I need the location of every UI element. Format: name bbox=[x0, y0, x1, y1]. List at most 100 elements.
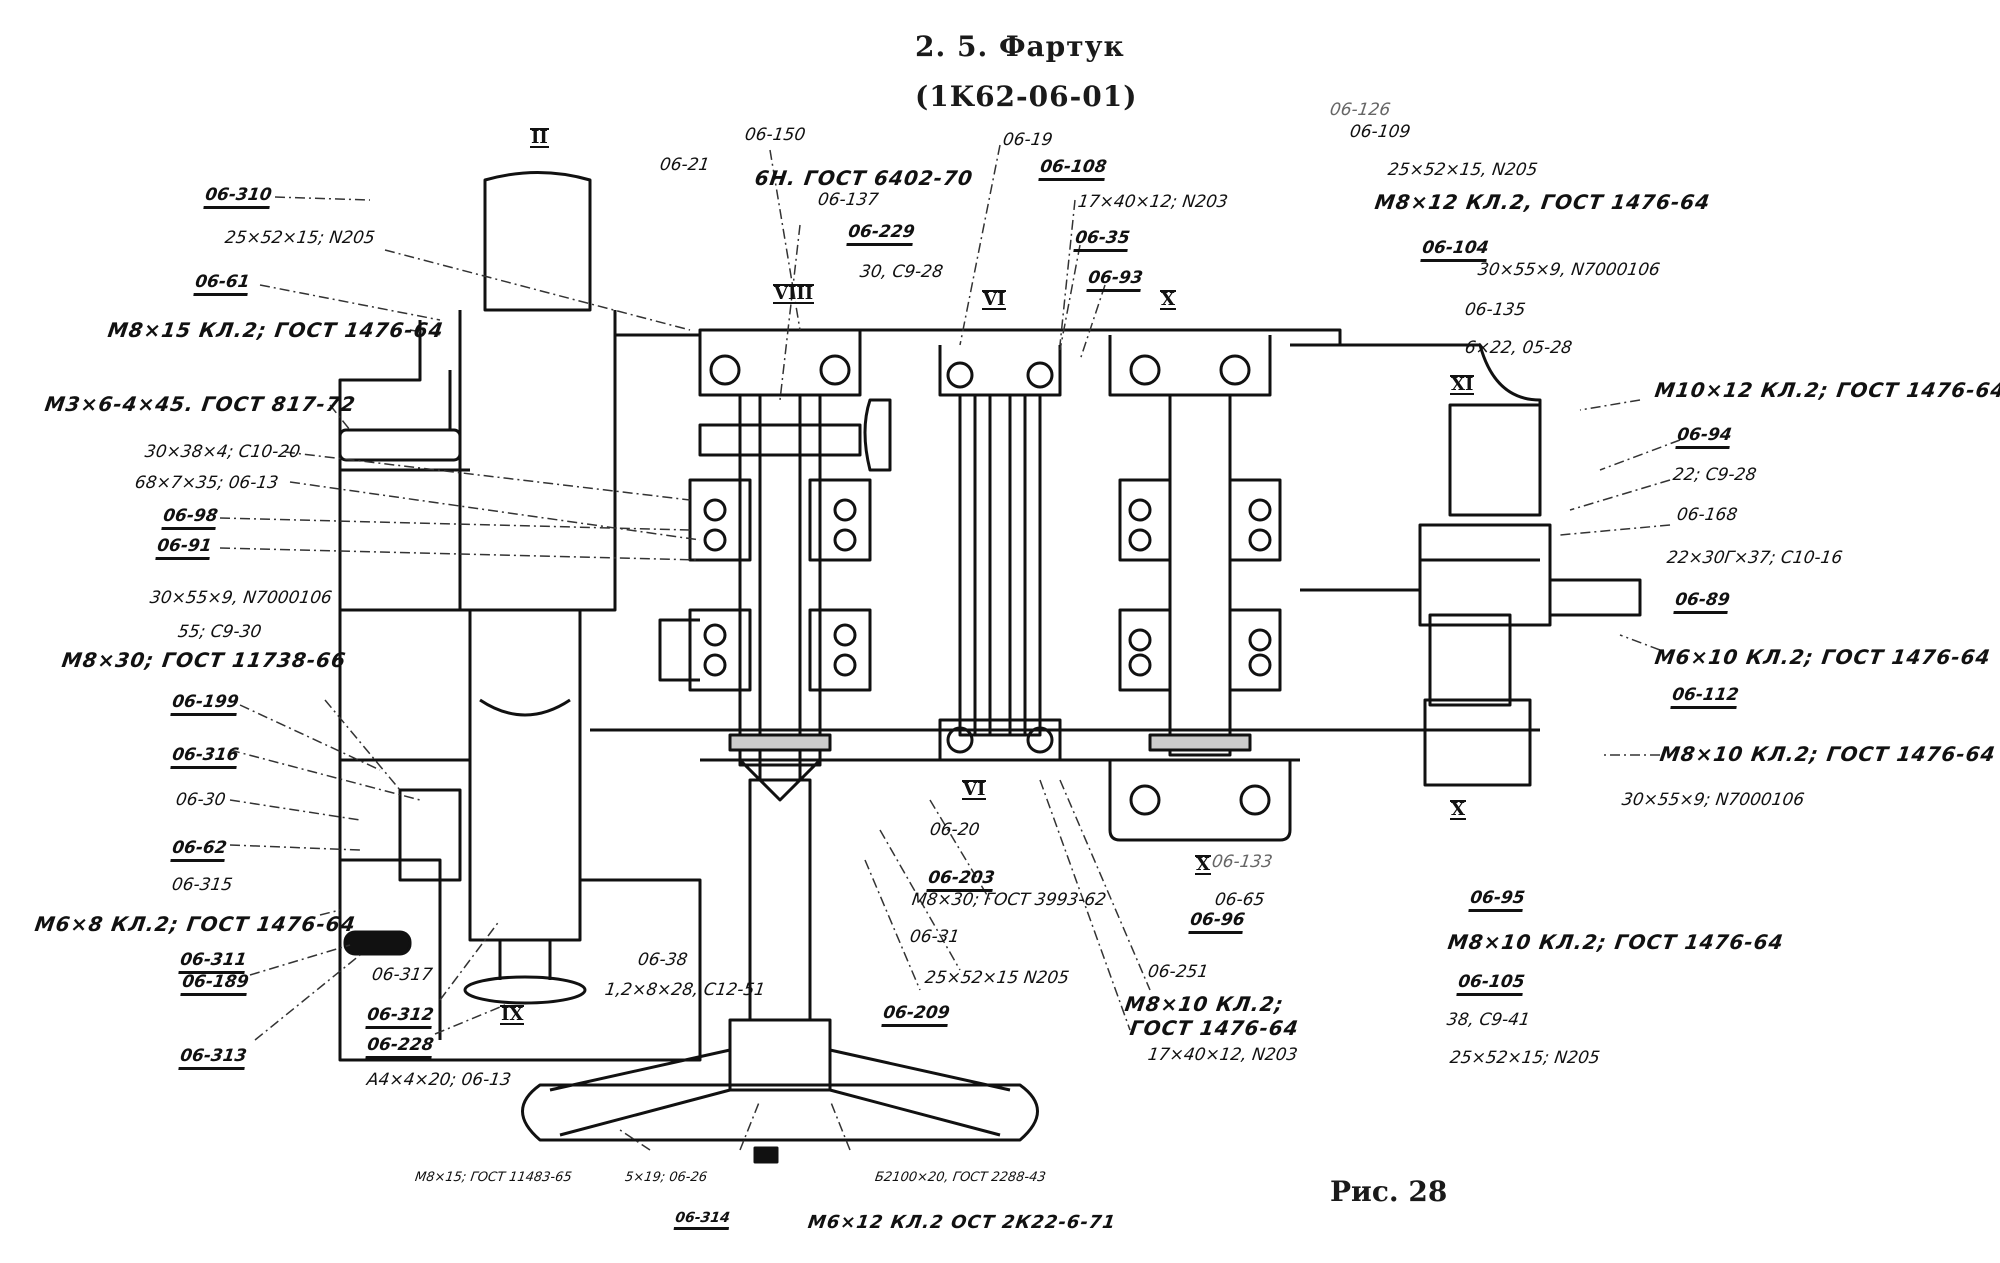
part-label: 25×52×15, N205 bbox=[1386, 160, 1539, 180]
part-label: 06-30 bbox=[174, 790, 227, 810]
part-label: 06-133 bbox=[1210, 852, 1274, 872]
part-label: 06-251 bbox=[1146, 962, 1210, 982]
part-label: M8×30; ГОСТ 11738-66 bbox=[60, 648, 348, 672]
part-label: 06-112 bbox=[1670, 685, 1740, 709]
part-label: 38, C9-41 bbox=[1445, 1010, 1532, 1030]
part-label: 06-311 bbox=[178, 950, 248, 974]
part-label: 06-126 bbox=[1328, 100, 1392, 120]
part-label: 06-19 bbox=[1001, 130, 1054, 150]
figure-caption: Рис. 28 bbox=[1330, 1175, 1448, 1208]
part-label: 06-203 bbox=[926, 868, 996, 892]
part-label: 17×40×12, N203 bbox=[1146, 1045, 1299, 1065]
part-label: M10×12 КЛ.2; ГОСТ 1476-64 bbox=[1653, 378, 2000, 402]
shaft-x-housing bbox=[1108, 335, 1272, 397]
housing-top bbox=[615, 328, 1542, 410]
part-label: 25×52×15; N205 bbox=[1448, 1048, 1602, 1068]
shaft-ii-lower bbox=[468, 610, 582, 942]
part-label: 06-61 bbox=[193, 272, 252, 296]
part-label: 06-228 bbox=[365, 1035, 435, 1059]
part-label: 30×55×9, N7000106 bbox=[1476, 260, 1662, 280]
shaft-xi bbox=[1448, 403, 1542, 517]
part-label: 30, C9-28 bbox=[858, 262, 945, 282]
part-label: 06-150 bbox=[743, 125, 807, 145]
part-label: 1,2×8×28, C12-51 bbox=[603, 980, 767, 1000]
part-label: M6×10 КЛ.2; ГОСТ 1476-64 bbox=[1653, 645, 1993, 669]
part-label: 06-35 bbox=[1073, 228, 1132, 252]
part-label: 06-108 bbox=[1038, 157, 1108, 181]
part-label: 30×55×9; N7000106 bbox=[1620, 790, 1806, 810]
part-label: M3×6-4×45. ГОСТ 817-72 bbox=[43, 392, 358, 416]
part-label: M8×12 КЛ.2, ГОСТ 1476-64 bbox=[1373, 190, 1712, 214]
part-label: 6H. ГОСТ 6402-70 bbox=[753, 166, 975, 190]
part-label: 22×30Г×37; C10-16 bbox=[1665, 548, 1844, 568]
shaft-ii-body bbox=[458, 310, 617, 612]
shaft-label-ii: II bbox=[530, 127, 549, 148]
part-label: 30×38×4; C10-20 bbox=[143, 442, 302, 462]
part-label: 06-21 bbox=[658, 155, 711, 175]
part-label: 06-89 bbox=[1673, 590, 1732, 614]
part-label: M8×15; ГОСТ 11483-65 bbox=[413, 1170, 573, 1185]
part-label: 06-135 bbox=[1463, 300, 1527, 320]
part-label: 06-312 bbox=[365, 1005, 435, 1029]
part-label: 17×40×12; N203 bbox=[1076, 192, 1230, 212]
part-label: 06-313 bbox=[178, 1046, 248, 1070]
part-label: M6×12 КЛ.2 ОСТ 2К22-6-71 bbox=[806, 1212, 1118, 1233]
shaft-label-ix: IX bbox=[500, 1004, 525, 1025]
part-label: A4×4×20; 06-13 bbox=[365, 1070, 513, 1090]
part-label: 68×7×35; 06-13 bbox=[133, 473, 280, 493]
part-label: 6×22, 05-28 bbox=[1463, 338, 1574, 358]
part-label: M8×15 КЛ.2; ГОСТ 1476-64 bbox=[106, 318, 446, 342]
handwheel-spokes bbox=[549, 1048, 1011, 1137]
part-label: 06-209 bbox=[881, 1003, 951, 1027]
part-label: 06-98 bbox=[161, 506, 220, 530]
shaft-label-x-bottom: X bbox=[1195, 854, 1211, 875]
section-title: 2. 5. Фартук bbox=[915, 30, 1125, 63]
part-label: 06-109 bbox=[1348, 122, 1412, 142]
part-label: 06-96 bbox=[1188, 910, 1247, 934]
shaft-label-x-right: X bbox=[1450, 799, 1466, 820]
part-label: 06-93 bbox=[1086, 268, 1145, 292]
leader-lines bbox=[219, 144, 1681, 1151]
part-label: M8×10 КЛ.2; bbox=[1123, 992, 1286, 1016]
assembly-code: (1K62-06-01) bbox=[915, 80, 1138, 113]
handwheel-rim bbox=[521, 1083, 1039, 1142]
part-label: 06-62 bbox=[170, 838, 229, 862]
shaft-x-lower-housing bbox=[1108, 760, 1292, 842]
shaft-label-xi: XI bbox=[1450, 374, 1475, 395]
part-label: 06-316 bbox=[170, 745, 240, 769]
part-label: 06-105 bbox=[1456, 972, 1526, 996]
part-label: M6×8 КЛ.2; ГОСТ 1476-64 bbox=[33, 912, 358, 936]
left-housing bbox=[338, 320, 702, 1062]
part-label: M8×10 КЛ.2; ГОСТ 1476-64 bbox=[1658, 742, 1998, 766]
part-label: ГОСТ 1476-64 bbox=[1128, 1016, 1301, 1040]
part-label: M8×30; ГОСТ 3993-62 bbox=[910, 890, 1108, 910]
part-label: M8×10 КЛ.2; ГОСТ 1476-64 bbox=[1446, 930, 1786, 954]
part-label: 06-310 bbox=[203, 185, 273, 209]
part-label: 06-38 bbox=[636, 950, 689, 970]
part-label: 06-314 bbox=[673, 1210, 731, 1230]
part-label: 30×55×9, N7000106 bbox=[148, 588, 334, 608]
part-label: 22; C9-28 bbox=[1671, 465, 1758, 485]
shaft-ii-neck bbox=[479, 698, 571, 717]
part-label: 06-229 bbox=[846, 222, 916, 246]
part-label: 55; C9-30 bbox=[176, 622, 263, 642]
part-label: 06-104 bbox=[1420, 238, 1490, 262]
part-label: 06-20 bbox=[928, 820, 981, 840]
handwheel-hub bbox=[728, 1018, 832, 1092]
part-label: 25×52×15; N205 bbox=[223, 228, 377, 248]
part-label: 06-317 bbox=[370, 965, 434, 985]
part-label: 06-315 bbox=[170, 875, 234, 895]
knob-ix bbox=[463, 975, 587, 1005]
part-label: 06-65 bbox=[1213, 890, 1266, 910]
knurled-knob bbox=[343, 930, 412, 956]
part-label: 06-189 bbox=[180, 972, 250, 996]
part-label: 25×52×15 N205 bbox=[923, 968, 1071, 988]
part-label: 06-31 bbox=[908, 927, 961, 947]
part-label: 06-95 bbox=[1468, 888, 1527, 912]
part-label: 06-137 bbox=[816, 190, 880, 210]
part-label: 5×19; 06-26 bbox=[623, 1170, 709, 1185]
part-label: Б2100×20, ГОСТ 2288-43 bbox=[873, 1170, 1047, 1185]
shaft-label-x-top: X bbox=[1160, 289, 1176, 310]
shaft-ii bbox=[483, 171, 592, 312]
